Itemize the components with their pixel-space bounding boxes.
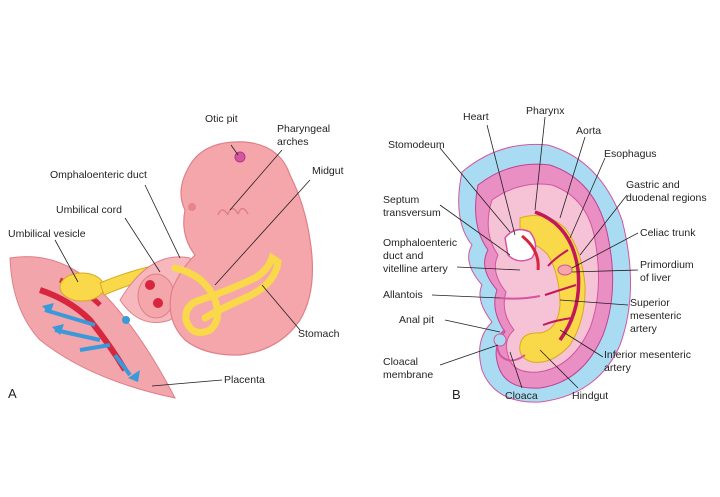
panel-b-letter: B [452,387,461,402]
aorta-shape [534,210,581,342]
label-stomach: Stomach [298,328,340,340]
panel-a-labels: Otic pit Pharyngeal arches Midgut Omphal… [8,113,344,401]
label-superior-mesenteric-3: artery [630,323,658,335]
panel-b-illustration [458,143,631,403]
label-superior-mesenteric-2: mesenteric [630,310,681,322]
label-inferior-mesenteric: Inferior mesenteric [604,349,691,361]
label-cloacal-membrane: Cloacal [383,356,418,368]
label-aorta: Aorta [576,125,601,137]
label-inferior-mesenteric-2: artery [604,362,632,374]
label-omphaloenteric-vitelline-2: duct and [383,250,423,262]
label-gastric-duodenal: Gastric and [626,179,680,191]
label-cloacal-membrane-2: membrane [383,369,433,381]
label-primordium-liver-2: of liver [640,272,671,284]
label-stomodeum: Stomodeum [388,139,445,151]
label-septum-transversum-2: transversum [383,207,441,219]
label-celiac-trunk: Celiac trunk [640,227,696,239]
label-midgut: Midgut [312,165,344,177]
label-hindgut: Hindgut [572,390,608,402]
label-pharyngeal-arches: Pharyngeal [277,123,330,135]
gut-shape-a [171,252,282,336]
panel-a-illustration [9,141,314,399]
label-omphaloenteric-vitelline-3: vitelline artery [383,263,449,275]
label-omphaloenteric-vitelline: Omphaloenteric [383,237,457,249]
label-allantois: Allantois [383,289,423,301]
umbilical-vesicle-shape [59,272,105,302]
label-anal-pit: Anal pit [399,314,434,326]
label-otic-pit: Otic pit [205,113,238,125]
label-esophagus: Esophagus [604,148,657,160]
label-pharyngeal-arches-2: arches [277,136,309,148]
label-umbilical-cord: Umbilical cord [56,204,122,216]
label-omphaloenteric-duct: Omphaloenteric duct [50,169,147,181]
label-gastric-duodenal-2: duodenal regions [626,192,707,204]
label-primordium-liver: Primordium [640,259,694,271]
label-cloaca: Cloaca [505,390,538,402]
embryo-body-a [169,141,314,356]
label-placenta: Placenta [224,374,265,386]
label-pharynx: Pharynx [526,105,565,117]
panel-a-letter: A [8,386,17,401]
label-heart: Heart [463,111,489,123]
label-septum-transversum: Septum [383,194,419,206]
panel-b-labels: Heart Pharynx Aorta Stomodeum Esophagus … [383,105,707,402]
label-umbilical-vesicle: Umbilical vesicle [8,228,86,240]
label-superior-mesenteric: Superior [630,297,670,309]
